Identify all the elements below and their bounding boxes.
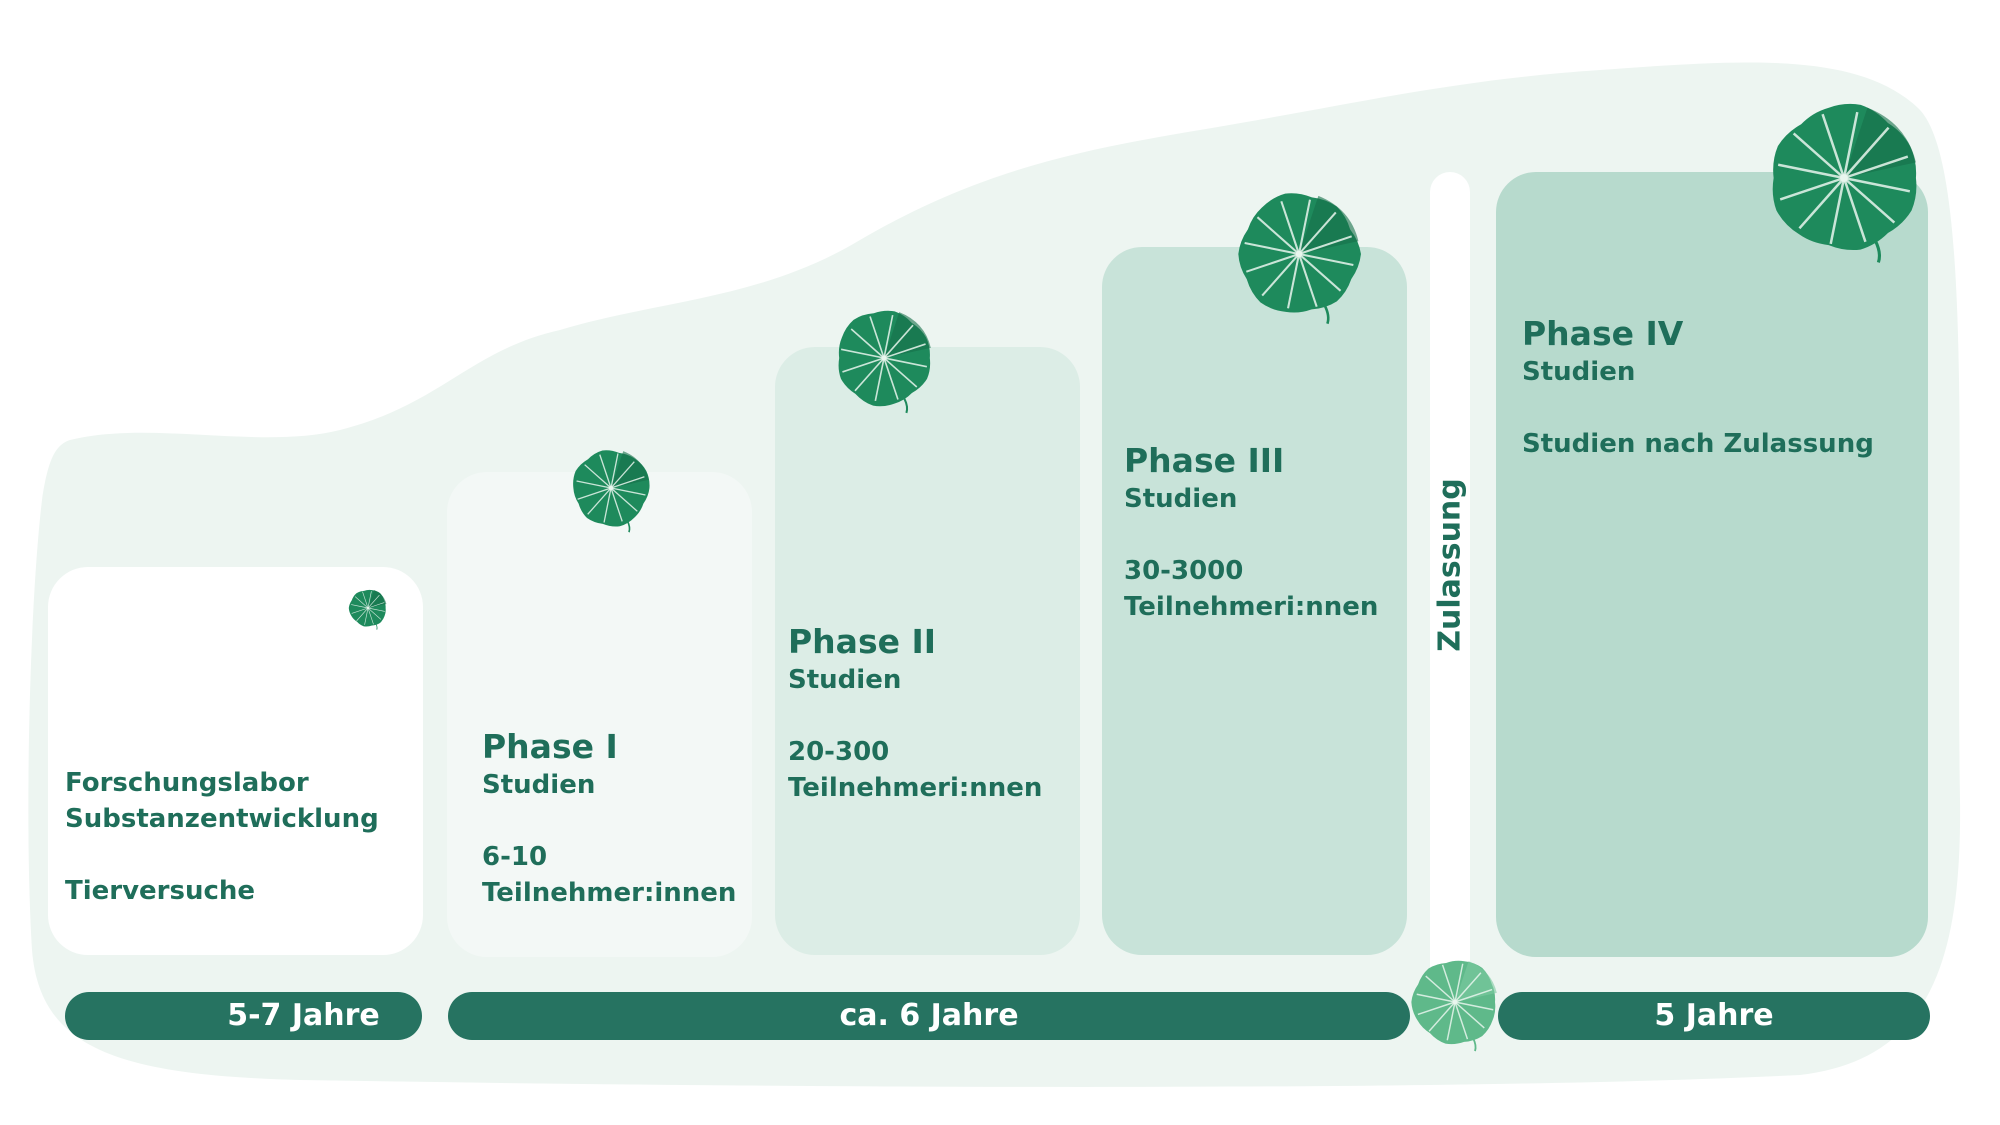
stage-line: Studien: [482, 770, 596, 800]
stage-line: Teilnehmeri:nnen: [788, 773, 1043, 803]
stage-line: Studien: [788, 665, 902, 695]
stage-line: Studien: [1124, 484, 1238, 514]
stage-line: 20-300: [788, 737, 890, 767]
stage-text-research: Forschungslabor Substanzentwicklung Tier…: [65, 765, 379, 909]
lily-pad-icon: [1238, 193, 1361, 325]
stage-card-phase-2: [775, 347, 1080, 955]
lily-pad-icon: [573, 450, 650, 533]
stage-card-research: [48, 567, 423, 955]
stage-line: Teilnehmeri:nnen: [1124, 592, 1379, 622]
stage-line: Studien nach Zulassung: [1522, 429, 1874, 459]
stage-heading: Phase III: [1124, 441, 1285, 480]
lily-pad-icon: [1772, 103, 1917, 263]
stage-card-phase-4: [1496, 172, 1928, 957]
stage-line: 6-10: [482, 842, 548, 872]
stage-line: Forschungslabor: [65, 768, 309, 798]
stage-card-phase-1: [447, 472, 752, 957]
approval-label: Zulassung: [1432, 478, 1468, 652]
stage-text-phase-4: Phase IV Studien Studien nach Zulassung: [1522, 314, 1874, 462]
duration-pill-post-approval: 5 Jahre: [1498, 992, 1930, 1040]
stage-line: Teilnehmer:innen: [482, 878, 737, 908]
stage-heading: Phase IV: [1522, 314, 1684, 353]
stage-heading: Phase II: [788, 622, 937, 661]
stage-line: Studien: [1522, 357, 1636, 387]
duration-pill-research: 5-7 Jahre: [65, 992, 422, 1040]
duration-label: 5-7 Jahre: [227, 998, 380, 1033]
lily-pad-icon: [348, 589, 387, 630]
approval-divider: [1430, 172, 1470, 992]
stage-line: Tierversuche: [65, 876, 256, 906]
stage-text-phase-2: Phase II Studien 20-300 Teilnehmeri:nnen: [788, 622, 1042, 806]
lily-pad-icon: [838, 310, 931, 414]
stage-line: Substanzentwicklung: [65, 804, 379, 834]
stage-line: 30-3000: [1124, 556, 1244, 586]
duration-pill-clinical: ca. 6 Jahre: [448, 992, 1410, 1040]
duration-label: 5 Jahre: [1654, 998, 1774, 1033]
duration-label: ca. 6 Jahre: [839, 998, 1019, 1033]
stage-text-phase-1: Phase I Studien 6-10 Teilnehmer:innen: [482, 727, 736, 911]
stage-card-phase-3: [1102, 247, 1407, 955]
lily-pad-icon: [1411, 960, 1497, 1052]
stage-heading: Phase I: [482, 727, 618, 766]
stage-text-phase-3: Phase III Studien 30-3000 Teilnehmeri:nn…: [1124, 441, 1378, 625]
